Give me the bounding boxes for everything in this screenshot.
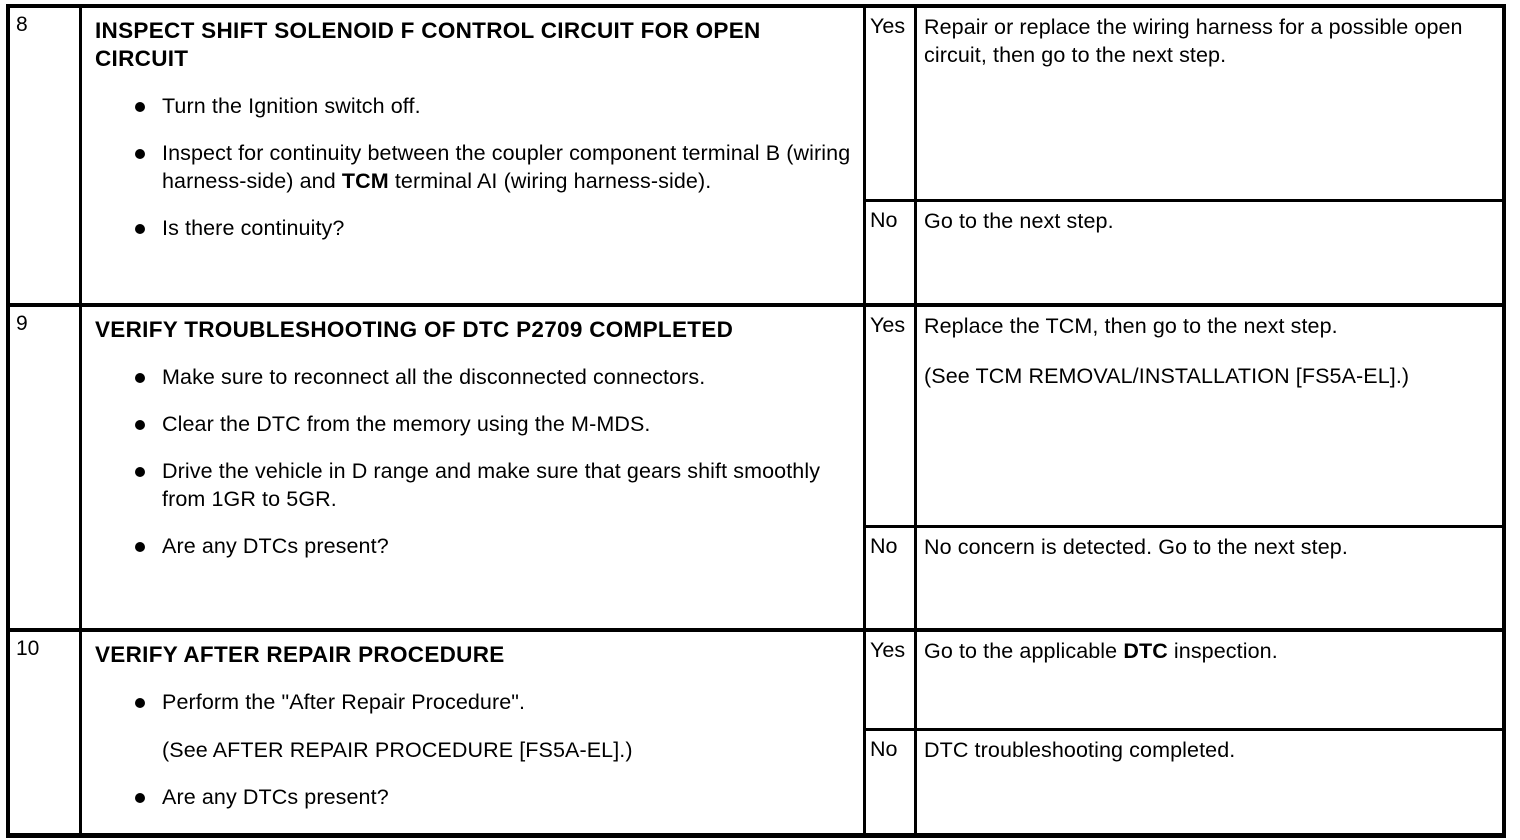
list-item-text: Make sure to reconnect all the disconnec… bbox=[162, 364, 706, 389]
step-title: INSPECT SHIFT SOLENOID F CONTROL CIRCUIT… bbox=[95, 18, 761, 71]
bullet-dot-icon bbox=[135, 541, 145, 552]
action-text-no: DTC troubleshooting completed. bbox=[917, 731, 1502, 833]
table-row-step-10: 10 VERIFY AFTER REPAIR PROCEDURE Perform… bbox=[10, 632, 1502, 833]
result-row-yes: Yes Repair or replace the wiring harness… bbox=[866, 8, 1502, 202]
bullet-dot-icon bbox=[135, 419, 145, 430]
list-item: Perform the "After Repair Procedure". bbox=[95, 688, 853, 716]
action-text-no: Go to the next step. bbox=[917, 202, 1502, 303]
action-primary-line: Go to the applicable DTC inspection. bbox=[924, 639, 1278, 664]
action-text-yes: Go to the applicable DTC inspection. bbox=[917, 632, 1502, 728]
bullet-list: Make sure to reconnect all the disconnec… bbox=[95, 363, 853, 560]
action-primary-line: Go to the next step. bbox=[924, 208, 1114, 233]
bullet-list: Perform the "After Repair Procedure". bbox=[95, 688, 853, 716]
table-row-step-9: 9 VERIFY TROUBLESHOOTING OF DTC P2709 CO… bbox=[10, 306, 1502, 633]
bullet-list: Turn the Ignition switch off. Inspect fo… bbox=[95, 92, 853, 242]
step-title: VERIFY TROUBLESHOOTING OF DTC P2709 COMP… bbox=[95, 316, 734, 342]
bullet-dot-icon bbox=[135, 466, 145, 477]
table-row-step-8: 8 INSPECT SHIFT SOLENOID F CONTROL CIRCU… bbox=[10, 8, 1502, 307]
result-row-no: No No concern is detected. Go to the nex… bbox=[866, 528, 1502, 629]
list-item: Are any DTCs present? bbox=[95, 783, 853, 811]
result-label-yes: Yes bbox=[866, 8, 917, 199]
troubleshooting-table: 8 INSPECT SHIFT SOLENOID F CONTROL CIRCU… bbox=[6, 4, 1506, 838]
bullet-dot-icon bbox=[135, 698, 145, 709]
bullet-dot-icon bbox=[135, 149, 145, 159]
list-item-text: Is there continuity? bbox=[162, 216, 345, 240]
result-row-no: No DTC troubleshooting completed. bbox=[866, 731, 1502, 833]
action-text-yes: Repair or replace the wiring harness for… bbox=[917, 8, 1502, 199]
action-primary-line: No concern is detected. Go to the next s… bbox=[924, 535, 1348, 560]
action-primary-line: Repair or replace the wiring harness for… bbox=[924, 15, 1463, 67]
bullet-dot-icon bbox=[135, 224, 145, 234]
result-label-no: No bbox=[866, 731, 917, 833]
list-item-text: Are any DTCs present? bbox=[162, 533, 389, 558]
bullet-dot-icon bbox=[135, 793, 145, 804]
inspection-cell: VERIFY TROUBLESHOOTING OF DTC P2709 COMP… bbox=[82, 306, 866, 629]
inspection-cell: INSPECT SHIFT SOLENOID F CONTROL CIRCUIT… bbox=[82, 8, 866, 303]
action-text-no: No concern is detected. Go to the next s… bbox=[917, 528, 1502, 628]
action-reference-line: (See TCM REMOVAL/INSTALLATION [FS5A-EL].… bbox=[924, 363, 1410, 388]
list-item: Drive the vehicle in D range and make su… bbox=[95, 457, 853, 513]
inspection-cell: VERIFY AFTER REPAIR PROCEDURE Perform th… bbox=[82, 632, 866, 833]
result-label-yes: Yes bbox=[866, 306, 917, 526]
list-item-text: Clear the DTC from the memory using the … bbox=[162, 411, 651, 436]
action-primary-line: DTC troubleshooting completed. bbox=[924, 738, 1236, 763]
list-item: Is there continuity? bbox=[95, 214, 853, 242]
result-row-yes: Yes Replace the TCM, then go to the next… bbox=[866, 306, 1502, 529]
list-item: Are any DTCs present? bbox=[95, 532, 853, 560]
bullet-dot-icon bbox=[135, 372, 145, 383]
list-item-text: Turn the Ignition switch off. bbox=[162, 94, 421, 118]
list-item: Inspect for continuity between the coupl… bbox=[95, 139, 853, 195]
result-label-no: No bbox=[866, 201, 917, 303]
list-item-text: Are any DTCs present? bbox=[162, 785, 389, 810]
list-item: Clear the DTC from the memory using the … bbox=[95, 410, 853, 438]
result-row-no: No Go to the next step. bbox=[866, 201, 1502, 303]
reference-note: (See AFTER REPAIR PROCEDURE [FS5A-EL].) bbox=[162, 738, 633, 763]
action-primary-line: Replace the TCM, then go to the next ste… bbox=[924, 313, 1338, 338]
list-item-text: Drive the vehicle in D range and make su… bbox=[162, 458, 821, 511]
list-item: Turn the Ignition switch off. bbox=[95, 92, 853, 120]
list-item: Make sure to reconnect all the disconnec… bbox=[95, 363, 853, 391]
step-number-cell: 8 bbox=[10, 8, 82, 303]
list-item-text: Inspect for continuity between the coupl… bbox=[162, 141, 851, 193]
result-row-yes: Yes Go to the applicable DTC inspection. bbox=[866, 632, 1502, 732]
list-item-text: Perform the "After Repair Procedure". bbox=[162, 690, 526, 715]
bullet-list: Are any DTCs present? bbox=[95, 783, 853, 811]
result-label-no: No bbox=[866, 528, 917, 629]
result-label-yes: Yes bbox=[866, 632, 917, 729]
step-title: VERIFY AFTER REPAIR PROCEDURE bbox=[95, 642, 505, 668]
action-text-yes: Replace the TCM, then go to the next ste… bbox=[917, 307, 1502, 526]
result-action-cell: Yes Replace the TCM, then go to the next… bbox=[866, 306, 1502, 629]
bullet-dot-icon bbox=[135, 102, 145, 112]
result-action-cell: Yes Go to the applicable DTC inspection.… bbox=[866, 632, 1502, 833]
step-number-cell: 9 bbox=[10, 306, 82, 629]
result-action-cell: Yes Repair or replace the wiring harness… bbox=[866, 8, 1502, 303]
step-number-cell: 10 bbox=[10, 632, 82, 833]
